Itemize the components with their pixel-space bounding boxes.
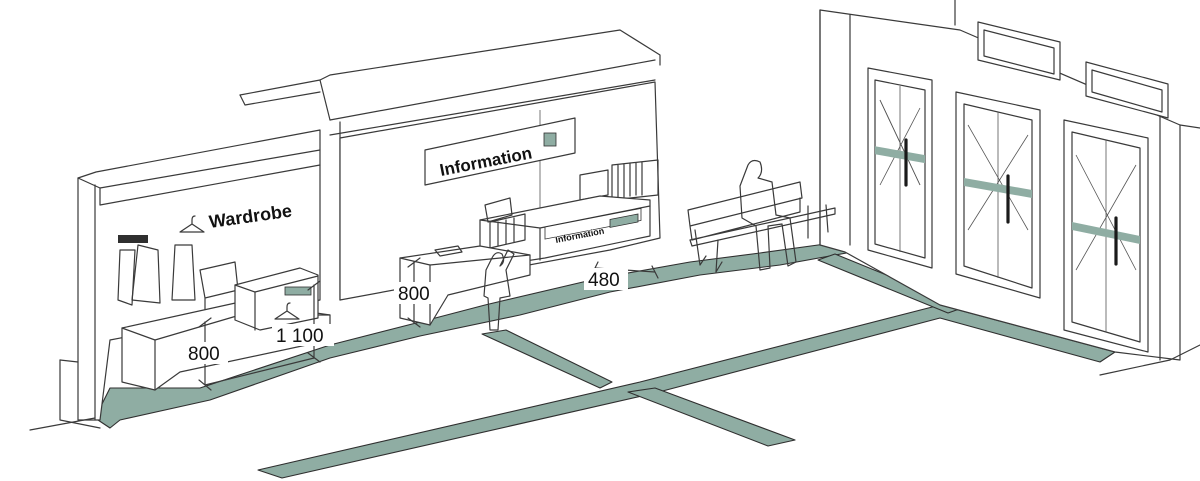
dimension-labels: 800 1 100 800 480 — [184, 268, 628, 365]
hanging-coat-3 — [171, 244, 196, 301]
wardrobe-high-counter — [234, 267, 319, 331]
information-desk-plate — [609, 213, 639, 228]
hanger-icon — [179, 215, 205, 233]
bench — [687, 181, 836, 273]
door-contrast-band-1 — [875, 146, 925, 164]
child-figure — [483, 249, 515, 331]
diagonal-guide-strip — [257, 304, 1116, 479]
information-low-counter — [399, 245, 531, 326]
counter-books — [489, 213, 526, 249]
info-guide-strip — [481, 329, 613, 389]
door-contrast-band-3 — [1072, 222, 1140, 244]
dim-wardrobe-counter-height: 800 — [188, 344, 220, 365]
dim-information-counter-height: 800 — [398, 284, 430, 305]
tactile-floor-strips — [94, 241, 1116, 479]
entrance-facade — [819, 0, 1200, 376]
bench-area — [687, 159, 836, 273]
hanging-coat-2 — [131, 244, 161, 304]
information-sign-board — [424, 117, 576, 186]
dim-wardrobe-high-counter-height: 1 100 — [276, 326, 324, 347]
hanging-coat-1 — [117, 249, 136, 306]
dim-bench-clearance: 480 — [588, 270, 620, 291]
coat-hook-rail — [118, 235, 148, 243]
wardrobe-counter-plate — [284, 286, 312, 296]
information-sign-symbol — [543, 132, 557, 147]
hanger-icon — [274, 302, 300, 320]
door-contrast-band-2 — [964, 178, 1032, 198]
front-guide-strip — [627, 387, 796, 447]
seated-person — [739, 159, 797, 271]
bookshelf — [611, 159, 659, 201]
